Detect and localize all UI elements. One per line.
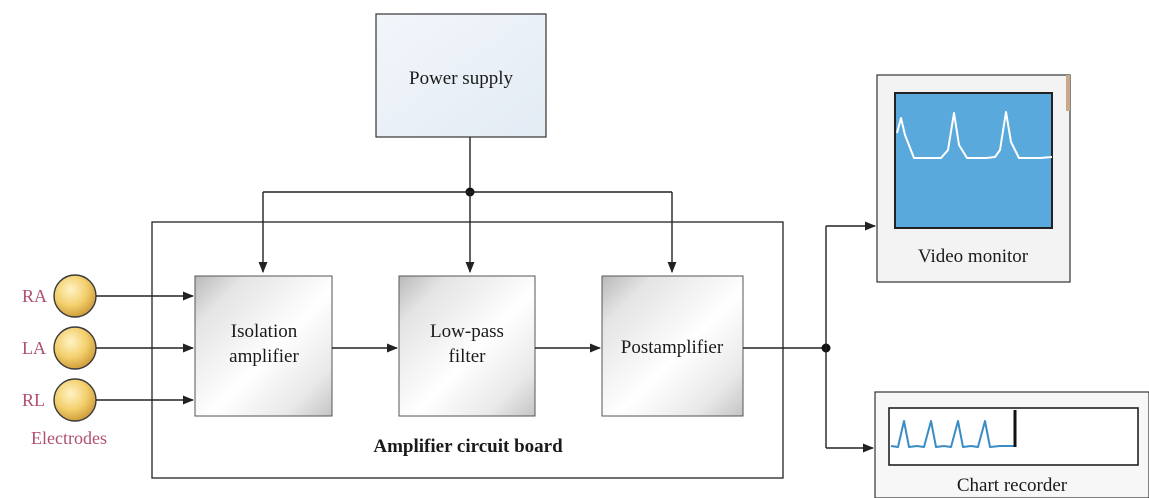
- isolation-line1: Isolation: [231, 321, 298, 342]
- chart-recorder-label: Chart recorder: [957, 475, 1068, 496]
- low-pass-filter-block: Low-pass filter: [399, 276, 535, 416]
- postamplifier-label: Postamplifier: [621, 337, 724, 358]
- postamplifier-block: Postamplifier: [602, 276, 743, 416]
- lowpass-line2: filter: [449, 346, 487, 367]
- electrodes: RA LA RL Electrodes: [22, 275, 193, 448]
- isolation-line2: amplifier: [229, 346, 299, 367]
- electrode-ra-label: RA: [22, 286, 47, 306]
- board-label: Amplifier circuit board: [373, 436, 563, 457]
- electrode-rl: RL: [22, 379, 193, 421]
- lowpass-line1: Low-pass: [430, 321, 504, 342]
- electrode-ra: RA: [22, 275, 193, 317]
- isolation-amplifier-block: Isolation amplifier: [195, 276, 332, 416]
- electrode-la: LA: [22, 327, 193, 369]
- power-distribution: [263, 137, 672, 272]
- power-supply-label: Power supply: [409, 68, 513, 89]
- video-monitor: Video monitor: [877, 75, 1070, 282]
- power-supply-block: Power supply: [376, 14, 546, 137]
- electrode-rl-label: RL: [22, 390, 45, 410]
- electrode-la-label: LA: [22, 338, 46, 358]
- video-monitor-label: Video monitor: [918, 246, 1029, 267]
- chart-recorder: Chart recorder: [875, 392, 1149, 498]
- electrodes-caption: Electrodes: [31, 428, 107, 448]
